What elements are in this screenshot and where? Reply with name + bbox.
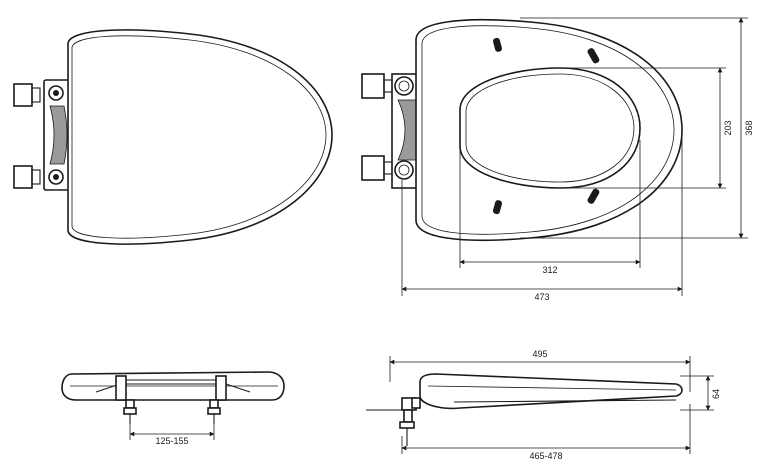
top-view-open: 312 473 203 368 xyxy=(361,17,754,302)
dimension-ring-width: 312 xyxy=(542,265,557,275)
hinge-assembly-left xyxy=(13,79,71,191)
dimension-overall-width: 368 xyxy=(744,120,754,135)
side-view-right: 495 465-478 64 xyxy=(366,349,721,461)
seat-opening xyxy=(459,67,641,189)
lid-outline xyxy=(67,29,333,245)
dimension-overall-length: 473 xyxy=(534,292,549,302)
dimension-height: 64 xyxy=(711,389,721,399)
side-view-left: 125-155 xyxy=(61,371,285,446)
dimension-mount-range: 465-478 xyxy=(529,451,562,461)
dimension-lid-length: 495 xyxy=(532,349,547,359)
top-view-closed xyxy=(13,29,333,245)
dimension-ring-opening: 203 xyxy=(723,120,733,135)
dimension-hinge-spacing: 125-155 xyxy=(155,436,188,446)
bumper-pads xyxy=(492,37,600,215)
